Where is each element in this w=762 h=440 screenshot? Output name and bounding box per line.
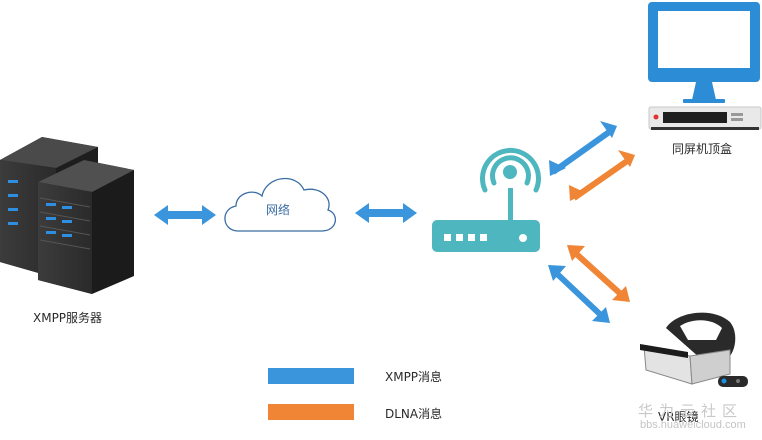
legend-label-dlna: DLNA消息 bbox=[385, 407, 443, 421]
settop-box-icon bbox=[648, 106, 762, 130]
stb-label: 同屏机顶盒 bbox=[672, 142, 733, 156]
watermark-url: bbs.huaweicloud.com bbox=[640, 419, 746, 431]
legend-swatch-dlna bbox=[268, 404, 354, 420]
cloud-icon bbox=[224, 177, 336, 232]
legend-swatch-xmpp bbox=[268, 368, 354, 384]
arrow-router-stb-dlna bbox=[569, 150, 635, 201]
vr-glasses-icon bbox=[640, 312, 748, 387]
vr-label: VR眼镜 bbox=[658, 410, 699, 424]
legend-label-xmpp: XMPP消息 bbox=[385, 370, 443, 384]
server-icon bbox=[0, 137, 134, 294]
arrow-router-stb-xmpp bbox=[549, 121, 617, 176]
watermark-brand: 华为云社区 bbox=[638, 402, 744, 420]
arrow-network-router bbox=[355, 203, 417, 223]
router-icon bbox=[432, 147, 541, 252]
network-label: 网络 bbox=[266, 203, 291, 217]
monitor-icon bbox=[648, 2, 760, 103]
server-label: XMPP服务器 bbox=[33, 311, 103, 325]
arrow-server-network bbox=[154, 205, 216, 225]
arrow-router-vr-dlna bbox=[567, 245, 630, 302]
arrow-router-vr-xmpp bbox=[548, 265, 610, 323]
